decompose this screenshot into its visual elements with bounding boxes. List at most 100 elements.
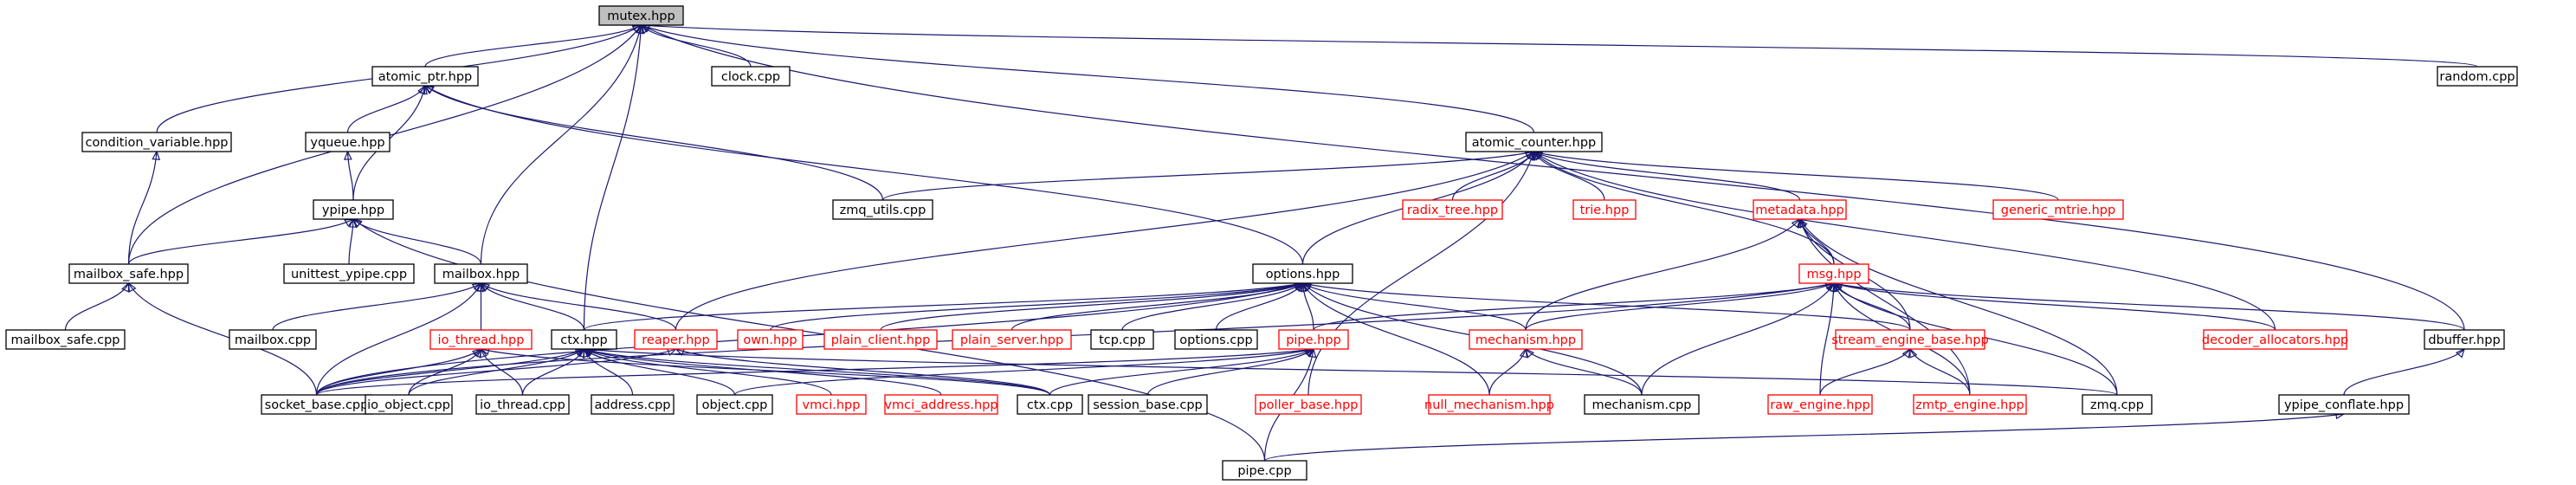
node-label: trie.hpp bbox=[1580, 204, 1630, 217]
edge-mechanism-cpp-to-mechanism-hpp bbox=[1525, 347, 1643, 396]
edge-reaper-hpp-to-mailbox-hpp bbox=[480, 282, 677, 331]
node-box bbox=[68, 263, 189, 284]
node-label: vmci_address.hpp bbox=[884, 398, 997, 412]
edge-arrowhead bbox=[473, 281, 482, 293]
edge-line bbox=[346, 151, 354, 201]
edge-line bbox=[315, 348, 676, 396]
node-box bbox=[591, 394, 675, 415]
node-trie-hpp[interactable]: trie.hpp bbox=[1572, 199, 1637, 220]
node-pipe-cpp[interactable]: pipe.cpp bbox=[1222, 460, 1307, 481]
node-vmci-hpp[interactable]: vmci.hpp bbox=[796, 394, 867, 415]
node-label: clock.cpp bbox=[721, 70, 780, 84]
node-label: mailbox.hpp bbox=[442, 268, 520, 281]
node-mailbox-safe-hpp[interactable]: mailbox_safe.hpp bbox=[68, 263, 189, 284]
edge-line bbox=[733, 348, 1314, 396]
edge-yqueue-hpp-to-atomic-ptr-hpp bbox=[346, 84, 426, 133]
node-label: pipe.cpp bbox=[1237, 464, 1291, 478]
node-label: metadata.hpp bbox=[1755, 204, 1843, 217]
node-generic-mtrie-hpp[interactable]: generic_mtrie.hpp bbox=[1992, 199, 2124, 220]
node-null-mechanism-hpp[interactable]: null_mechanism.hpp bbox=[1424, 394, 1554, 415]
node-object-cpp[interactable]: object.cpp bbox=[696, 394, 773, 415]
node-box bbox=[434, 263, 528, 284]
node-label: condition_variable.hpp bbox=[86, 136, 229, 150]
node-atomic-ptr-hpp[interactable]: atomic_ptr.hpp bbox=[371, 66, 479, 87]
node-vmci-address-hpp[interactable]: vmci_address.hpp bbox=[884, 394, 998, 415]
edge-ypipe-conflate-hpp-to-dbuffer-hpp bbox=[2343, 347, 2465, 396]
node-ctx-hpp[interactable]: ctx.hpp bbox=[551, 329, 617, 350]
node-poller-base-hpp[interactable]: poller_base.hpp bbox=[1255, 394, 1362, 415]
edge-options-hpp-to-atomic-ptr-hpp bbox=[423, 85, 1304, 265]
edge-zmtp-engine-hpp-to-metadata-hpp bbox=[1798, 217, 1971, 396]
edge-line bbox=[1909, 348, 1971, 396]
node-zmq-cpp[interactable]: zmq.cpp bbox=[2082, 394, 2153, 415]
edge-line bbox=[424, 24, 642, 68]
node-random-cpp[interactable]: random.cpp bbox=[2437, 66, 2518, 87]
node-metadata-hpp[interactable]: metadata.hpp bbox=[1753, 199, 1847, 220]
node-mailbox-cpp[interactable]: mailbox.cpp bbox=[229, 329, 317, 350]
edge-decoder-allocators-hpp-to-msg-hpp bbox=[1832, 281, 2276, 331]
edge-reaper-hpp-to-atomic-counter-hpp bbox=[675, 151, 1535, 331]
node-dbuffer-hpp[interactable]: dbuffer.hpp bbox=[2424, 329, 2505, 350]
node-socket-base-cpp[interactable]: socket_base.cpp bbox=[261, 394, 372, 415]
node-label: options.cpp bbox=[1179, 333, 1252, 347]
node-raw-engine-hpp[interactable]: raw_engine.hpp bbox=[1767, 394, 1873, 415]
edge-line bbox=[480, 348, 524, 396]
node-io-thread-cpp[interactable]: io_thread.cpp bbox=[475, 394, 570, 415]
node-ypipe-conflate-hpp[interactable]: ypipe_conflate.hpp bbox=[2278, 394, 2410, 415]
node-decoder-allocators-hpp[interactable]: decoder_allocators.hpp bbox=[2202, 329, 2348, 350]
node-box bbox=[1992, 199, 2124, 220]
node-tcp-cpp[interactable]: tcp.cpp bbox=[1090, 329, 1154, 350]
node-label: zmq_utils.cpp bbox=[840, 204, 926, 217]
node-clock-cpp[interactable]: clock.cpp bbox=[711, 66, 791, 87]
node-io-thread-hpp[interactable]: io_thread.hpp bbox=[429, 329, 533, 350]
node-box bbox=[283, 263, 415, 284]
node-zmtp-engine-hpp[interactable]: zmtp_engine.hpp bbox=[1913, 394, 2027, 415]
edge-dbuffer-hpp-to-mutex-hpp bbox=[640, 24, 2465, 331]
node-reaper-hpp[interactable]: reaper.hpp bbox=[634, 329, 718, 350]
node-atomic-counter-hpp[interactable]: atomic_counter.hpp bbox=[1465, 132, 1603, 152]
node-plain-client-hpp[interactable]: plain_client.hpp bbox=[823, 329, 938, 350]
node-label: object.cpp bbox=[702, 398, 768, 412]
node-msg-hpp[interactable]: msg.hpp bbox=[1798, 263, 1869, 284]
node-zmq-utils-cpp[interactable]: zmq_utils.cpp bbox=[832, 199, 933, 220]
edge-line bbox=[880, 282, 1303, 331]
node-stream-engine-base-hpp[interactable]: stream_engine_base.hpp bbox=[1831, 329, 1989, 350]
node-box bbox=[1753, 199, 1847, 220]
edge-generic-mtrie-hpp-to-atomic-counter-hpp bbox=[1533, 149, 2059, 201]
edge-line bbox=[584, 348, 942, 396]
node-ypipe-hpp[interactable]: ypipe.hpp bbox=[313, 199, 394, 220]
node-box bbox=[1174, 329, 1258, 350]
edge-arrowhead bbox=[1798, 217, 1808, 229]
node-label: mailbox_safe.hpp bbox=[74, 268, 184, 281]
node-radix-tree-hpp[interactable]: radix_tree.hpp bbox=[1402, 199, 1503, 220]
node-address-cpp[interactable]: address.cpp bbox=[591, 394, 675, 415]
node-unittest-ypipe-cpp[interactable]: unittest_ypipe.cpp bbox=[283, 263, 415, 284]
node-label: decoder_allocators.hpp bbox=[2202, 333, 2348, 347]
node-pipe-hpp[interactable]: pipe.hpp bbox=[1278, 329, 1349, 350]
node-options-cpp[interactable]: options.cpp bbox=[1174, 329, 1258, 350]
node-ctx-cpp[interactable]: ctx.cpp bbox=[1017, 394, 1083, 415]
node-io-object-cpp[interactable]: io_object.cpp bbox=[365, 394, 453, 415]
node-condition-variable-hpp[interactable]: condition_variable.hpp bbox=[81, 132, 232, 152]
node-label: io_thread.hpp bbox=[438, 333, 525, 347]
node-yqueue-hpp[interactable]: yqueue.hpp bbox=[305, 132, 391, 152]
node-mechanism-hpp[interactable]: mechanism.hpp bbox=[1469, 329, 1583, 350]
node-options-hpp[interactable]: options.hpp bbox=[1252, 263, 1353, 284]
edge-line bbox=[424, 85, 1304, 265]
edge-line bbox=[1301, 282, 1490, 396]
node-plain-server-hpp[interactable]: plain_server.hpp bbox=[952, 329, 1072, 350]
edge-line bbox=[1833, 282, 2118, 396]
edge-line bbox=[2343, 348, 2465, 396]
node-label: radix_tree.hpp bbox=[1407, 204, 1498, 217]
edge-line bbox=[1798, 218, 1971, 396]
node-session-base-cpp[interactable]: session_base.cpp bbox=[1088, 394, 1208, 415]
edge-trie-hpp-to-atomic-counter-hpp bbox=[1533, 150, 1605, 201]
node-own-hpp[interactable]: own.hpp bbox=[737, 329, 804, 350]
edge-line bbox=[64, 282, 130, 331]
edge-line bbox=[1049, 348, 1314, 396]
node-mechanism-cpp[interactable]: mechanism.cpp bbox=[1584, 394, 1700, 415]
node-mutex-hpp[interactable]: mutex.hpp bbox=[598, 5, 684, 26]
edge-line bbox=[583, 348, 634, 396]
node-mailbox-hpp[interactable]: mailbox.hpp bbox=[434, 263, 528, 284]
node-mailbox-safe-cpp[interactable]: mailbox_safe.cpp bbox=[5, 329, 126, 350]
